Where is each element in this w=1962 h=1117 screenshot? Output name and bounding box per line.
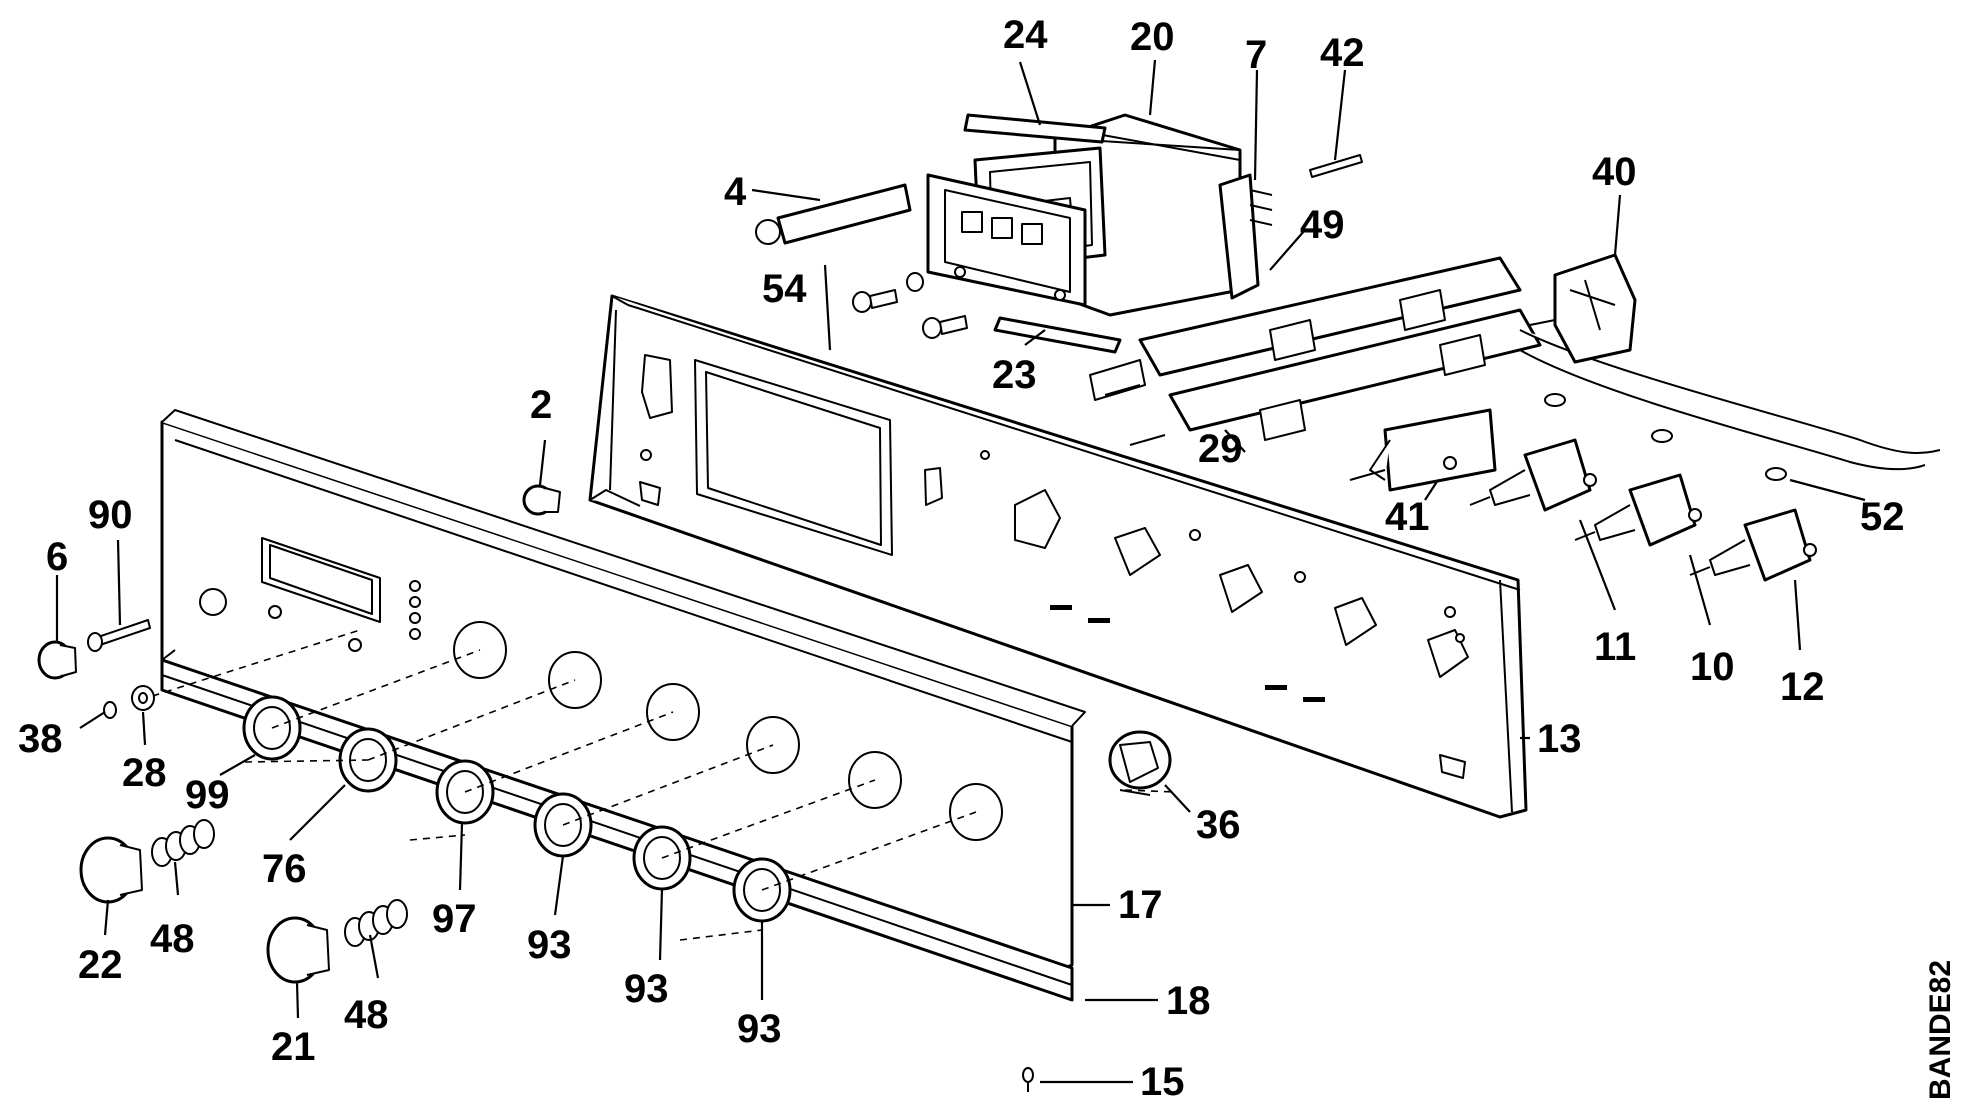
valve-12 [1689,508,1817,582]
knob-22 [79,836,143,904]
caps [1544,393,1787,481]
part-label: 24 [1003,13,1048,57]
alignment-lines [139,629,1176,941]
screws-54 [852,272,968,339]
part-label: 18 [1166,979,1211,1023]
leader-lines [55,59,1866,1084]
button-6 [37,640,77,680]
part-label: 11 [1594,625,1636,669]
valve-rail-49 [1089,256,1941,471]
part-label: 23 [992,353,1037,397]
bracket-36 [1108,730,1172,796]
part-label: 4 [724,170,747,214]
knob-21 [266,916,330,984]
screw-15 [1022,1067,1034,1092]
screw-38 [103,701,117,719]
part-label: 54 [762,267,807,311]
part-label: 49 [1300,203,1345,247]
part-label: 21 [271,1025,316,1069]
part-label: 13 [1537,717,1582,761]
part-label: 40 [1592,150,1637,194]
washer-28 [131,685,155,711]
screw-90 [87,619,151,652]
part-label: 42 [1320,31,1365,75]
part-labels: 24 20 7 42 4 40 49 54 23 2 29 41 52 90 6… [18,13,1905,1104]
switch-7 [1218,173,1273,300]
part-label: 38 [18,717,63,761]
grommet-2 [522,484,561,516]
part-label: 93 [737,1007,782,1051]
part-label: 76 [262,847,307,891]
part-label: 99 [185,773,230,817]
part-label: 48 [150,917,195,961]
sensor-4 [755,183,912,245]
part-label: 93 [624,967,669,1011]
part-label: 10 [1690,645,1735,689]
pin-42 [1309,154,1363,178]
part-label: 17 [1118,883,1163,927]
part-label: 7 [1245,33,1267,77]
switch-41 [1349,408,1497,492]
part-label: 6 [46,535,68,579]
spring-48a [151,819,215,867]
thermostat-40 [1529,253,1637,364]
part-label: 29 [1198,427,1243,471]
part-label: 15 [1140,1060,1185,1104]
part-label: 90 [88,493,133,537]
valve-11 [1469,438,1597,512]
reference-code: BANDE82 [1924,960,1957,1100]
strip-23 [993,316,1122,354]
part-label: 22 [78,943,123,987]
part-label: 12 [1780,665,1825,709]
part-label: 41 [1385,495,1430,539]
part-label: 97 [432,897,477,941]
spring-48b [344,899,408,947]
part-label: 93 [527,923,572,967]
part-label: 52 [1860,495,1905,539]
valve-10 [1574,473,1702,547]
strip-24 [963,113,1107,144]
timer-faceplate [926,173,1087,307]
part-label: 28 [122,751,167,795]
part-label: 48 [344,993,389,1037]
part-label: 2 [530,383,552,427]
part-label: 20 [1130,15,1175,59]
rear-panel-13 [588,294,1528,819]
part-label: 36 [1196,803,1241,847]
